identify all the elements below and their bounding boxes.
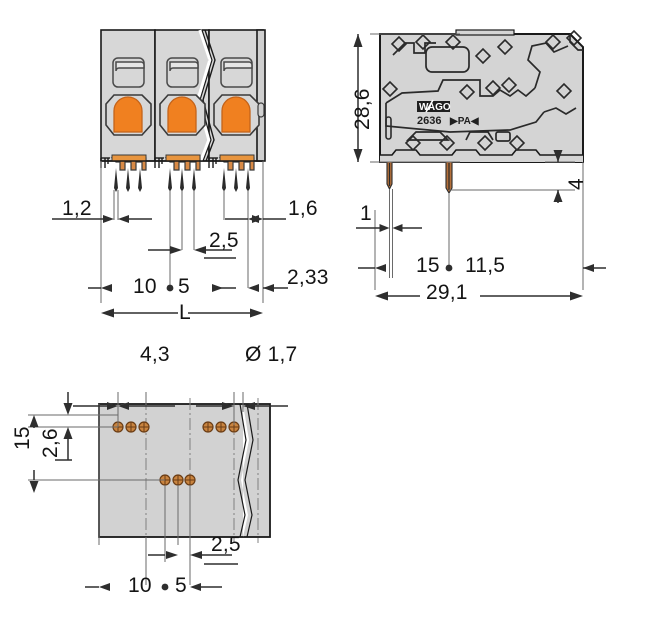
dimension-line-2-6-vertical: [55, 392, 73, 461]
dimension-label-5-pcb: 5: [175, 574, 187, 597]
dimension-line-1-6: [225, 215, 286, 223]
front-view-extension-lines: [100, 161, 264, 303]
clamping-unit-pole-2: [159, 94, 206, 136]
side-notch: [257, 102, 265, 118]
dimension-line-2-33: [263, 284, 288, 292]
dimension-label-1-6: 1,6: [288, 197, 318, 220]
dimension-line-2-5-pcb: [148, 551, 238, 565]
dimension-line-29-1: [375, 291, 583, 301]
side-view: WAGO 2636 ▶PA◀: [330, 0, 661, 330]
dimension-line-28-6: [353, 34, 363, 162]
dimension-line-4-3-left-arrow: [118, 402, 175, 410]
operating-slot-icon: [112, 57, 253, 88]
dimension-line-1-2: [52, 215, 152, 223]
dimension-label-10: 10: [133, 275, 157, 298]
dimension-label-2-5: 2,5: [209, 229, 239, 252]
dimension-line-10-5: [88, 284, 259, 292]
side-view-diamond-marks: [381, 29, 583, 152]
material-code-text: ▶PA◀: [449, 116, 479, 127]
dimension-line-dia-1-7: [196, 402, 288, 410]
front-view: 1,2 1,6 2,5 2,33 10 5 L: [0, 0, 330, 330]
dimension-line-10-5-pcb: [85, 583, 222, 591]
dimension-label-2-33: 2,33: [287, 266, 329, 289]
dimension-label-15-pcb: 15: [11, 426, 34, 450]
dimension-line-4: [553, 150, 563, 203]
dimension-label-5: 5: [178, 275, 190, 298]
dimension-label-2-5-pcb: 2,5: [211, 533, 241, 556]
clamping-unit-pole-1: [105, 94, 152, 136]
dimension-label-4: 4: [565, 178, 588, 190]
dimension-label-11-5: 11,5: [465, 254, 506, 277]
dimension-label-4-3: 4,3: [140, 343, 170, 366]
dimension-label-10-pcb: 10: [128, 574, 152, 597]
dimension-label-28-6: 28,6: [351, 88, 374, 130]
dimension-line-L: [101, 308, 263, 318]
pcb-break-line: [237, 403, 254, 538]
dimension-label-1-2: 1,2: [62, 197, 92, 220]
product-marking: WAGO 2636 ▶PA◀: [417, 99, 479, 127]
pcb-layout-view: 4,3 Ø 1,7 15 2,6 2,5 10 5: [0, 330, 340, 626]
dimension-label-L: L: [179, 301, 191, 324]
dimension-line-1: [356, 224, 422, 232]
dimension-label-dia-1-7: Ø 1,7: [245, 343, 298, 366]
dimension-line-15-11-5: [358, 264, 606, 272]
clamping-unit-pole-3: [213, 94, 260, 136]
pcb-hole-group-lower: [159, 474, 196, 486]
pcb-hole-group-upper-right: [202, 421, 240, 433]
brand-text: WAGO: [419, 102, 451, 113]
dimension-line-2-5: [148, 246, 236, 259]
dimension-line-15-vertical: [29, 415, 39, 493]
dimension-label-1: 1: [360, 202, 372, 225]
dimension-label-2-6: 2,6: [39, 428, 62, 458]
dimension-label-15: 15: [416, 254, 440, 277]
pcb-extension-lines: [28, 392, 244, 585]
series-text: 2636: [417, 115, 441, 127]
dimension-label-29-1: 29,1: [426, 281, 468, 304]
